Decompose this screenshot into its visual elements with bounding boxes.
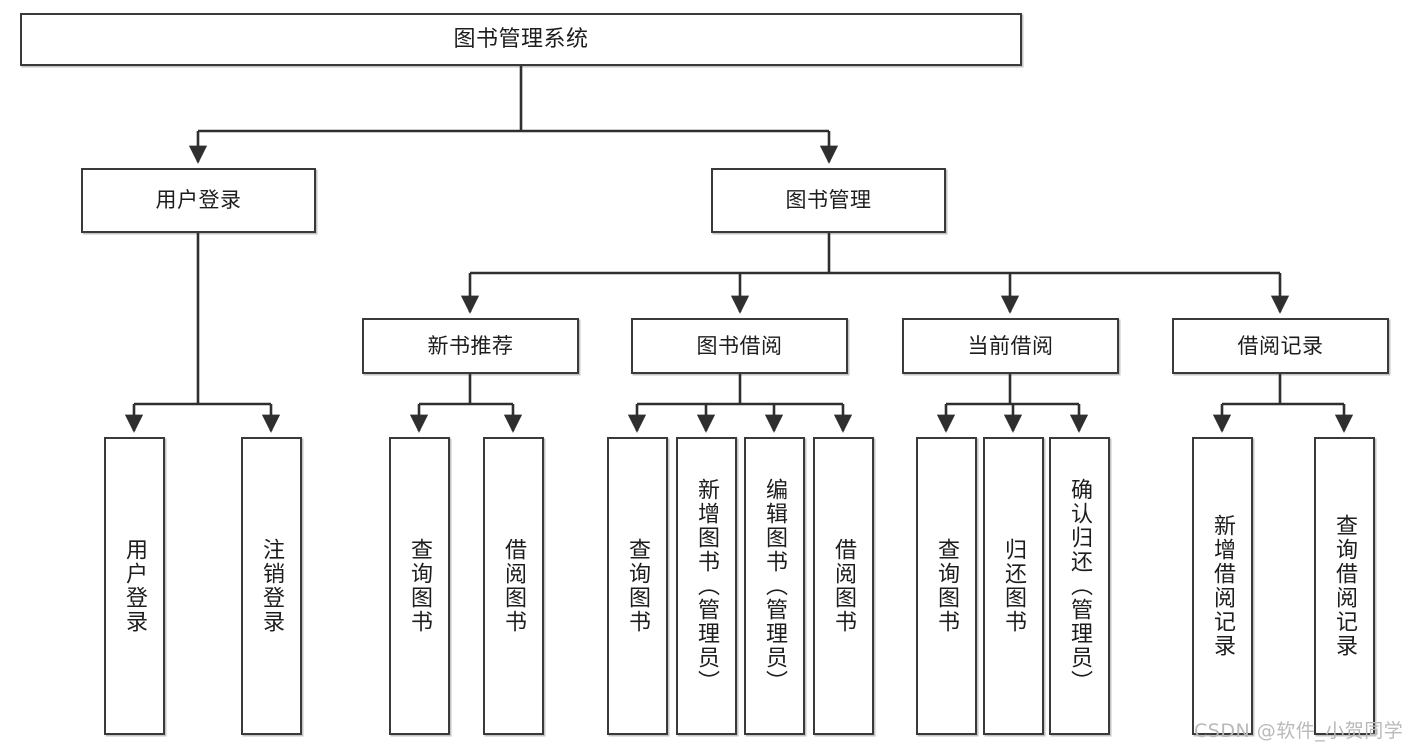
leaf-current-return-books[interactable]: 归还图书 [983,437,1044,735]
node-label: 新增借阅记录 [1210,514,1236,658]
node-label: 借阅图书 [501,538,527,634]
node-label: 用户登录 [155,188,242,213]
node-user-login[interactable]: 用户登录 [81,168,316,233]
node-label: 图书借阅 [696,333,783,358]
leaf-record-add-borrow-record[interactable]: 新增借阅记录 [1192,437,1253,735]
node-label: 当前借阅 [967,333,1054,358]
node-book-management[interactable]: 图书管理 [711,168,946,233]
leaf-borrow-edit-book-admin[interactable]: 编辑图书（管理员） [744,437,805,735]
leaf-record-query-borrow-record[interactable]: 查询借阅记录 [1314,437,1375,735]
node-label: 用户登录 [122,538,148,634]
leaf-new-book-borrow-books[interactable]: 借阅图书 [483,437,544,735]
node-book-borrowing[interactable]: 图书借阅 [631,318,848,374]
node-current-borrowing[interactable]: 当前借阅 [902,318,1119,374]
node-label: 归还图书 [1001,538,1027,634]
leaf-new-book-query-books[interactable]: 查询图书 [389,437,450,735]
node-label: 确认归还（管理员） [1067,478,1093,694]
node-label: 借阅记录 [1237,333,1324,358]
leaf-user-login-logout[interactable]: 注销登录 [241,437,302,735]
leaf-current-confirm-return-admin[interactable]: 确认归还（管理员） [1049,437,1110,735]
node-label: 查询图书 [625,538,651,634]
node-new-book-recommendation[interactable]: 新书推荐 [362,318,579,374]
node-label: 借阅图书 [831,538,857,634]
leaf-borrow-query-books[interactable]: 查询图书 [607,437,668,735]
node-label: 查询图书 [934,538,960,634]
leaf-current-query-books[interactable]: 查询图书 [916,437,977,735]
leaf-borrow-add-book-admin[interactable]: 新增图书（管理员） [676,437,737,735]
node-label: 新增图书（管理员） [694,478,720,694]
node-label: 图书管理系统 [453,26,589,52]
leaf-borrow-borrow-books[interactable]: 借阅图书 [813,437,874,735]
node-label: 新书推荐 [427,333,514,358]
node-label: 编辑图书（管理员） [762,478,788,694]
node-label: 注销登录 [259,538,285,634]
node-borrowing-record[interactable]: 借阅记录 [1172,318,1389,374]
watermark-text: CSDN @软件_小贺同学 [1194,720,1404,742]
node-label: 图书管理 [785,188,872,213]
leaf-user-login-login[interactable]: 用户登录 [104,437,165,735]
node-root-book-management-system[interactable]: 图书管理系统 [20,13,1022,66]
node-label: 查询图书 [407,538,433,634]
node-label: 查询借阅记录 [1332,514,1358,658]
